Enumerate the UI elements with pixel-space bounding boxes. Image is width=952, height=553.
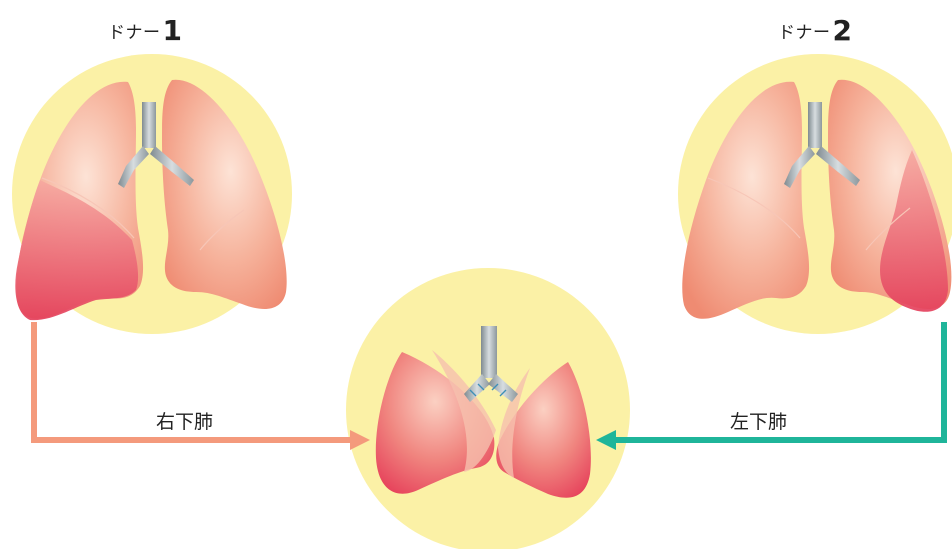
donor-2-label: ドナー2 — [778, 14, 852, 47]
recipient-trachea — [481, 326, 497, 378]
donor-1-label-number: 1 — [163, 14, 183, 47]
donor-1-trachea — [142, 102, 156, 148]
donor-1-label-prefix: ドナー — [108, 23, 161, 43]
recipient-lungs — [346, 268, 630, 549]
donor-2-label-number: 2 — [833, 14, 853, 47]
right-lower-lobe-label: 右下肺 — [156, 407, 213, 434]
donor-2-lungs — [678, 54, 952, 334]
donor-1-label: ドナー1 — [108, 14, 182, 47]
donor-1-lungs — [12, 54, 292, 334]
donor-2-label-prefix: ドナー — [778, 23, 831, 43]
left-lower-lobe-label: 左下肺 — [730, 407, 787, 434]
donor-2-trachea — [808, 102, 822, 148]
